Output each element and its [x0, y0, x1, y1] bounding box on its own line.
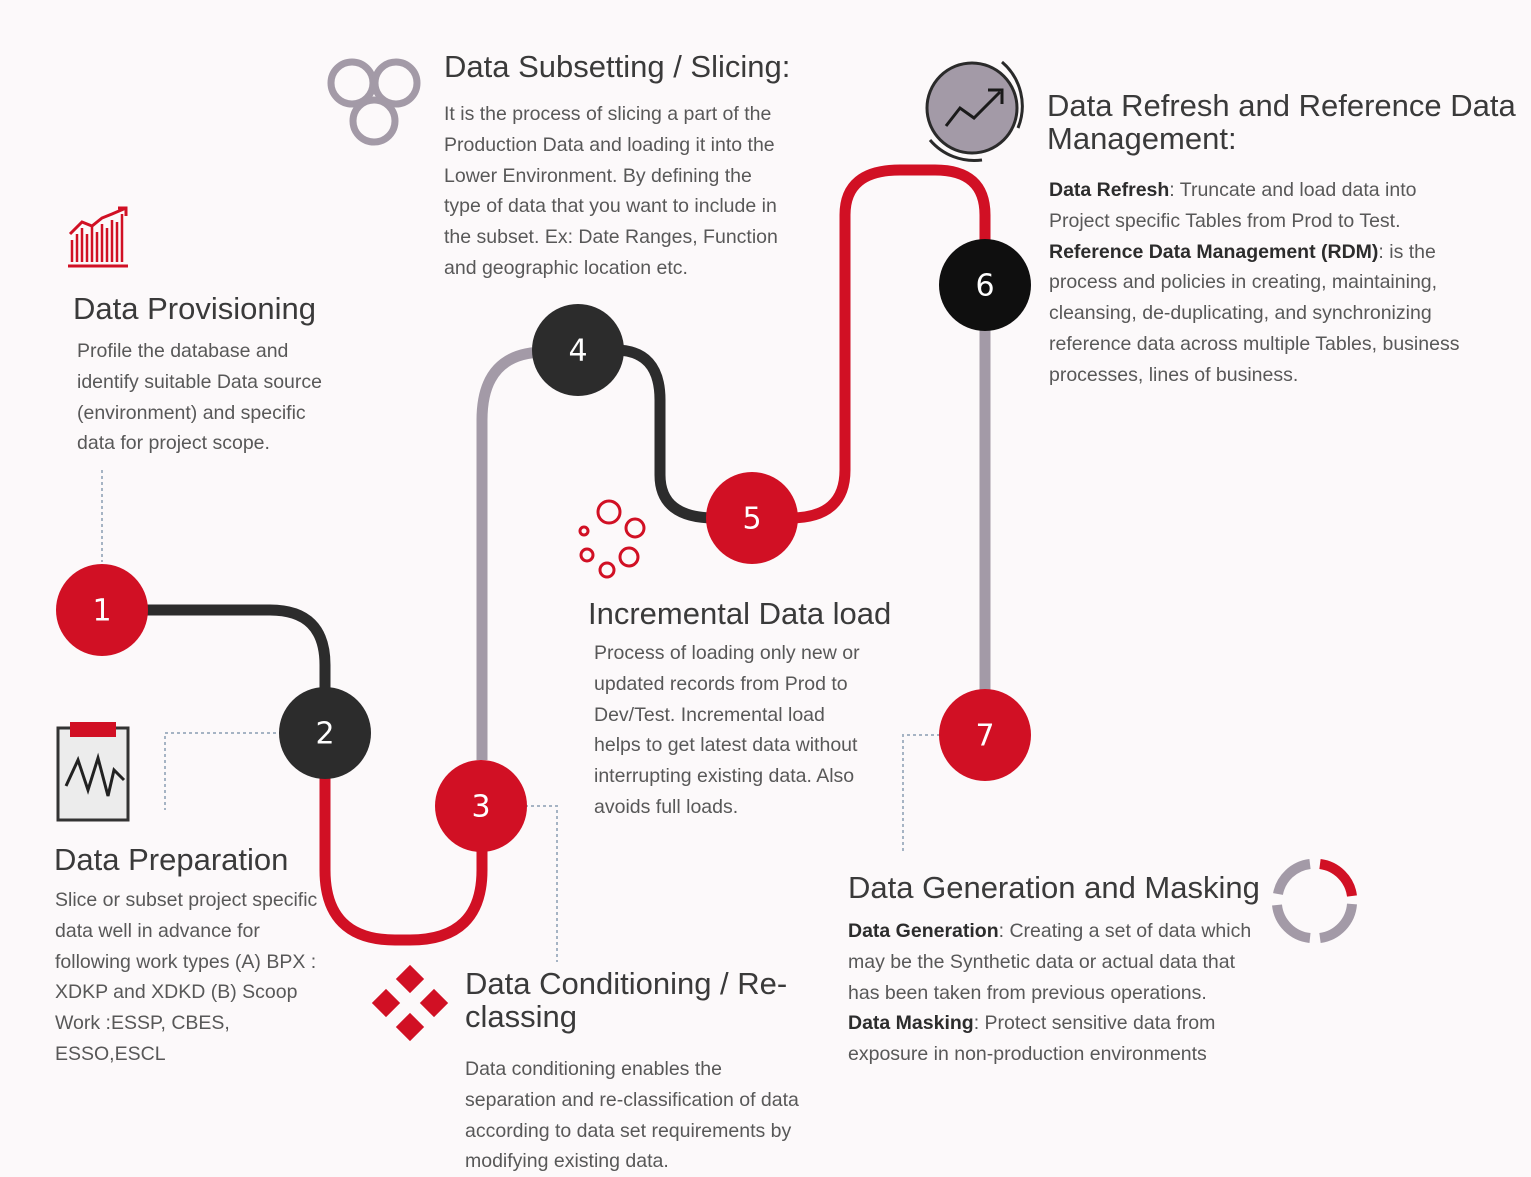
node-7-number: 7	[975, 719, 994, 754]
node-7: 7	[939, 689, 1031, 781]
masking-label: Data Masking	[848, 1012, 974, 1035]
node-6-circle	[939, 239, 1031, 331]
node-4-circle	[532, 304, 624, 396]
segment-4-5	[614, 344, 716, 524]
bubbles-icon	[578, 499, 646, 579]
node-6-number: 6	[975, 269, 994, 304]
refresh-label: Data Refresh	[1049, 179, 1170, 201]
node-1: 1	[56, 564, 148, 656]
conditioning-description: Data conditioning enables the separation…	[465, 1058, 799, 1173]
segment-2-3	[319, 770, 488, 946]
generation-label: Data Generation	[848, 920, 999, 942]
connector-3	[525, 805, 558, 962]
subsetting-title: Data Subsetting / Slicing:	[444, 49, 791, 84]
provisioning-title: Data Provisioning	[73, 291, 316, 326]
rdm-label: Reference Data Management (RDM)	[1049, 240, 1379, 263]
preparation-title: Data Preparation	[54, 842, 289, 877]
refresh-text: : Truncate and load data into Project sp…	[1049, 179, 1417, 232]
node-5-number: 5	[742, 502, 761, 537]
generation-text: : Creating a set of data which may be th…	[848, 920, 1252, 1004]
rdm-text: : is the process and policies in creatin…	[1049, 240, 1460, 386]
incremental-title: Incremental Data load	[588, 596, 892, 631]
segmented-ring-icon	[1272, 859, 1357, 943]
node-5-circle	[706, 472, 798, 564]
provisioning-description: Profile the database and identify suitab…	[77, 340, 322, 455]
node-3: 3	[435, 760, 527, 852]
node-3-number: 3	[471, 790, 490, 825]
node-3-circle	[435, 760, 527, 852]
conditioning-title: Data Conditioning / Re- classing	[465, 967, 787, 1033]
node-2: 2	[279, 687, 371, 779]
segment-1-2	[140, 604, 331, 700]
incremental-description: Process of loading only new or updated r…	[594, 642, 860, 818]
refresh-title-line1: Data Refresh and Reference Data	[1047, 88, 1516, 123]
refresh-title-line2: Management:	[1047, 121, 1237, 156]
segment-3-4	[476, 346, 546, 760]
node-5: 5	[706, 472, 798, 564]
node-1-number: 1	[92, 594, 111, 629]
node-2-number: 2	[315, 717, 334, 752]
node-4: 4	[532, 304, 624, 396]
trend-gauge-icon	[925, 60, 1024, 162]
node-1-circle	[56, 564, 148, 656]
generation-description: Data Generation: Creating a set of data …	[848, 916, 1253, 1070]
generation-title: Data Generation and Masking	[848, 870, 1260, 905]
subsetting-description: It is the process of slicing a part of t…	[444, 103, 778, 279]
refresh-description: Data Refresh: Truncate and load data int…	[1049, 175, 1479, 391]
connector-2	[164, 732, 282, 810]
preparation-description: Slice or subset project specific data we…	[55, 889, 318, 1065]
diamond-squares-icon	[371, 964, 449, 1042]
node-6: 6	[939, 239, 1031, 331]
connector-7	[902, 734, 940, 852]
node-2-circle	[279, 687, 371, 779]
conditioning-title-line2: classing	[465, 999, 577, 1034]
bar-chart-icon	[68, 206, 128, 268]
node-4-number: 4	[568, 334, 587, 369]
masking-text: : Protect sensitive data from exposure i…	[848, 1012, 1216, 1066]
conditioning-title-line1: Data Conditioning / Re-	[465, 966, 788, 1001]
segment-5-6	[789, 164, 991, 524]
three-circles-icon	[327, 58, 421, 146]
clipboard-chart-icon	[56, 722, 130, 822]
node-7-circle	[939, 689, 1031, 781]
refresh-title: Data Refresh and Reference Data Manageme…	[1047, 89, 1516, 155]
